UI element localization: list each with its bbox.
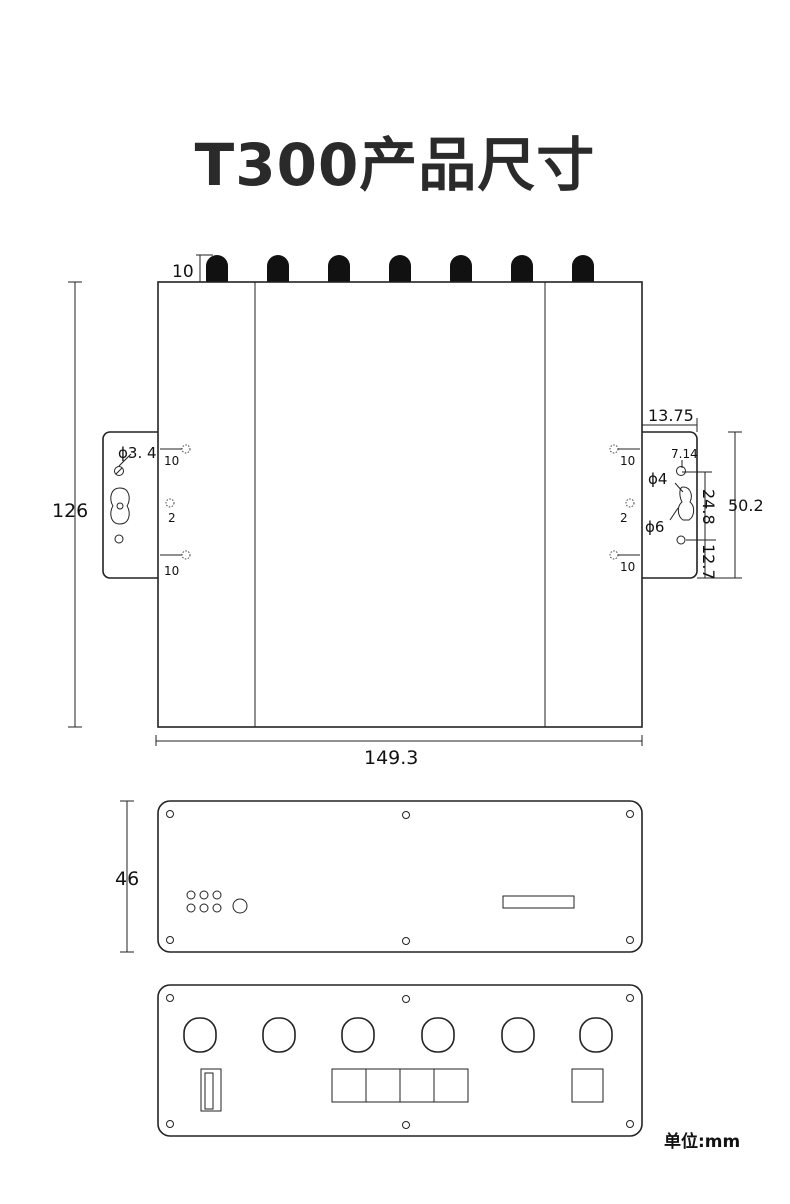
rear-panel-outline [157, 984, 643, 1137]
page-title: T300产品尺寸 [194, 131, 596, 199]
right-top-gap-label: 7.14 [671, 447, 698, 461]
left-hole-bottom [114, 534, 124, 544]
right-offset-bottom-label: 10 [620, 560, 635, 574]
right-hole-small-label: ϕ4 [648, 470, 667, 488]
left-hole-dia-label: ϕ3. 4 [118, 444, 157, 462]
right-hole-top [676, 466, 686, 476]
left-offset-mid-label: 2 [168, 511, 176, 525]
left-keyhole-slot [110, 487, 130, 525]
enclosure-body [157, 281, 643, 728]
rear-panel-view [157, 984, 643, 1137]
right-keyhole-slot [677, 486, 695, 521]
front-height-label: 46 [115, 868, 139, 890]
antenna-7 [572, 255, 594, 282]
antenna-2 [267, 255, 289, 282]
left-keyhole-center [116, 502, 124, 510]
right-span-label: 24.8 [699, 489, 718, 525]
right-bottom-gap-label: 12.7 [699, 544, 718, 580]
width-dimension: 149.3 [155, 735, 643, 769]
ethernet-ports [331, 1068, 469, 1103]
right-offset-top-label: 10 [620, 454, 635, 468]
antenna-1 [206, 255, 228, 282]
left-offset-bottom-label: 10 [164, 564, 179, 578]
antenna-5 [450, 255, 472, 282]
right-offset-mid-label: 2 [620, 511, 628, 525]
led-indicators [186, 890, 222, 913]
right-hole-bottom [676, 535, 686, 545]
right-tab-width-label: 13.75 [648, 406, 694, 425]
antenna-height-label: 10 [172, 262, 194, 282]
sim-card-slot [502, 895, 575, 909]
unit-label: 单位:mm [664, 1131, 740, 1152]
height-label: 126 [52, 500, 88, 522]
width-label: 149.3 [364, 747, 418, 769]
power-connector [200, 1068, 222, 1112]
antenna-height-dim: 10 [172, 254, 213, 282]
right-tab-height-label: 50.2 [728, 496, 764, 515]
reset-button [232, 898, 248, 914]
right-mounting-tab: ϕ4 ϕ6 7.14 10 2 10 13.75 24.8 12.7 [609, 406, 764, 580]
top-view: 10 ϕ3. 4 10 2 10 [52, 254, 764, 769]
front-panel-outline [157, 800, 643, 953]
left-mounting-tab: ϕ3. 4 10 2 10 [102, 431, 191, 579]
right-hole-large-label: ϕ6 [645, 518, 664, 536]
antenna-connectors [206, 255, 594, 282]
antenna-6 [511, 255, 533, 282]
left-hole-top [114, 466, 124, 476]
height-dimension: 126 [52, 281, 88, 728]
rear-antenna-ports [183, 1017, 613, 1053]
left-offset-top-label: 10 [164, 454, 179, 468]
antenna-3 [328, 255, 350, 282]
front-panel-view: 46 [115, 800, 643, 953]
antenna-4 [389, 255, 411, 282]
usb-port [571, 1068, 604, 1103]
